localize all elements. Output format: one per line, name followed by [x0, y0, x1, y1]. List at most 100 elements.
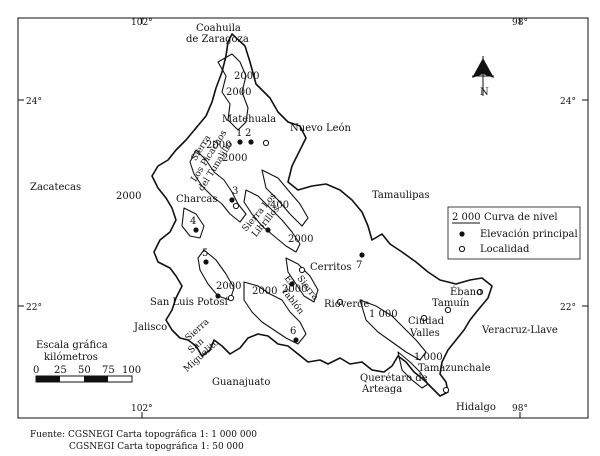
contour-400: [261, 169, 309, 227]
label-tamazunchale: Tamazunchale: [418, 363, 491, 374]
elevation-label-3: 3: [232, 186, 238, 197]
contour-label-4: 2000: [222, 153, 247, 164]
lat-22-right: 22°: [560, 303, 576, 313]
label-rioverde: Rioverde: [324, 299, 369, 310]
contour-label-5: 2000: [116, 191, 141, 202]
graticule-ticks: [18, 18, 588, 418]
neighbor-veracruz: Veracruz-Llave: [481, 325, 558, 336]
locality-matehuala: [262, 139, 270, 147]
elevation-point-1: [237, 139, 243, 145]
neighbor-coahuila-2: de Zaragoza: [186, 34, 249, 45]
contour-huasteca: [359, 299, 427, 361]
contour-slp: [197, 249, 235, 301]
label-ebano: Ébano: [450, 286, 482, 298]
map-frame: [17, 17, 589, 419]
contour-label-8: 2000: [252, 286, 277, 297]
neighbor-jalisco: Jalisco: [133, 322, 167, 333]
legend-elevation-label: Elevación principal: [480, 229, 578, 240]
elevation-point-extra-c: [289, 281, 295, 287]
sierra-sanmiguelito-label: Sierra San Miguelito: [182, 317, 221, 375]
elevation-point-extra-a: [265, 227, 271, 233]
locality-cerritos: [298, 266, 306, 274]
elevation-label-5: 5: [202, 248, 208, 259]
lon-102-top: 102°: [131, 18, 153, 28]
contour-label-7: 2000: [216, 281, 241, 292]
neighbor-guanajuato: Guanajuato: [212, 377, 270, 388]
neighbor-coahuila-1: Coahuila: [196, 23, 241, 34]
contour-central: [243, 281, 307, 345]
label-charcas: Charcas: [176, 194, 218, 205]
legend-contour-sample: 2 000: [452, 212, 481, 223]
north-arrow-icon: [472, 58, 494, 78]
contour-south: [397, 351, 429, 389]
north-label: N: [480, 87, 489, 98]
neighbor-zacatecas: Zacatecas: [30, 182, 81, 193]
locality-slp: [227, 294, 235, 302]
neighbor-queretaro-1: Querétaro de: [360, 373, 428, 384]
elevation-point-6: [293, 337, 299, 343]
contour-librillos: [243, 189, 301, 253]
elevation-points: [193, 139, 365, 343]
elevation-point-extra-b: [215, 293, 221, 299]
contour-label-9: 2000: [282, 284, 307, 295]
contour-picachos: [189, 149, 247, 223]
scale-tick-100: 100: [122, 365, 141, 376]
contour-north: [217, 53, 249, 131]
label-slp: San Luis Potosí: [150, 297, 229, 308]
elevation-label-6: 6: [290, 326, 296, 337]
locality-tamuin: [444, 306, 452, 314]
locality-ebano: [476, 288, 484, 296]
elevation-point-5: [203, 259, 209, 265]
lat-22-left: 22°: [26, 303, 42, 313]
contour-label-3: 2000: [206, 140, 231, 151]
state-boundary: [151, 33, 493, 397]
lon-98-top: 98°: [512, 18, 528, 28]
contour-charcas: [181, 207, 205, 239]
contour-lines: [181, 53, 429, 389]
scale-bar-seg-3: [84, 376, 108, 382]
elevation-point-7: [359, 252, 365, 258]
locality-tamazunchale: [442, 386, 450, 394]
source-line-1: Fuente: CGSNEGI Carta topográfica 1: 1 0…: [30, 430, 258, 440]
locality-rioverde: [336, 298, 344, 306]
locality-ciudad-valles: [420, 314, 428, 322]
scale-bar-seg-1: [36, 376, 60, 382]
scale-tick-75: 75: [102, 365, 115, 376]
neighbor-hidalgo: Hidalgo: [456, 402, 496, 413]
contour-label-1: 2000: [234, 71, 259, 82]
sierra-librillos-label: Sierra Los Librillos: [241, 191, 283, 239]
contour-label-10: 400: [270, 200, 289, 211]
legend-contour-label: Curva de nivel: [484, 212, 558, 223]
elevation-label-4: 4: [190, 216, 196, 227]
contour-label-6: 2000: [288, 234, 313, 245]
label-ciudad-valles-2: Valles: [409, 328, 440, 339]
contour-label-2: 2000: [226, 87, 251, 98]
scale-tick-0: 0: [33, 365, 39, 376]
localities: [227, 139, 484, 394]
neighbor-queretaro-2: Arteaga: [361, 384, 402, 395]
neighbor-nuevo-leon: Nuevo León: [290, 123, 352, 134]
label-tamuin: Tamuín: [432, 298, 470, 309]
elevation-point-2: [248, 139, 254, 145]
legend-elevation-symbol: [459, 231, 465, 237]
legend-locality-label: Localidad: [480, 244, 530, 255]
legend: 2 000 Curva de nivel Elevación principal…: [447, 206, 581, 260]
lat-24-left: 24°: [26, 97, 42, 107]
label-cerritos: Cerritos: [310, 262, 352, 273]
label-ciudad-valles-1: Ciudad: [408, 316, 445, 327]
scale-title-2: kilómetros: [44, 352, 98, 363]
locality-charcas: [232, 202, 240, 210]
scale-title-1: Escala gráfica: [36, 340, 108, 351]
elevation-point-4: [193, 227, 199, 233]
elevation-label-7: 7: [356, 260, 362, 271]
scale-tick-25: 25: [54, 365, 67, 376]
north-arrow: N: [472, 56, 494, 98]
scale-bar: Escala gráfica kilómetros 0 25 50 75 100: [33, 340, 141, 383]
lon-102-bottom: 102°: [131, 404, 153, 414]
elevation-label-2: 2: [245, 128, 251, 139]
contour-label-12: 1 000: [414, 352, 443, 363]
scale-tick-50: 50: [78, 365, 91, 376]
legend-frame: [447, 206, 581, 260]
lat-24-right: 24°: [560, 97, 576, 107]
